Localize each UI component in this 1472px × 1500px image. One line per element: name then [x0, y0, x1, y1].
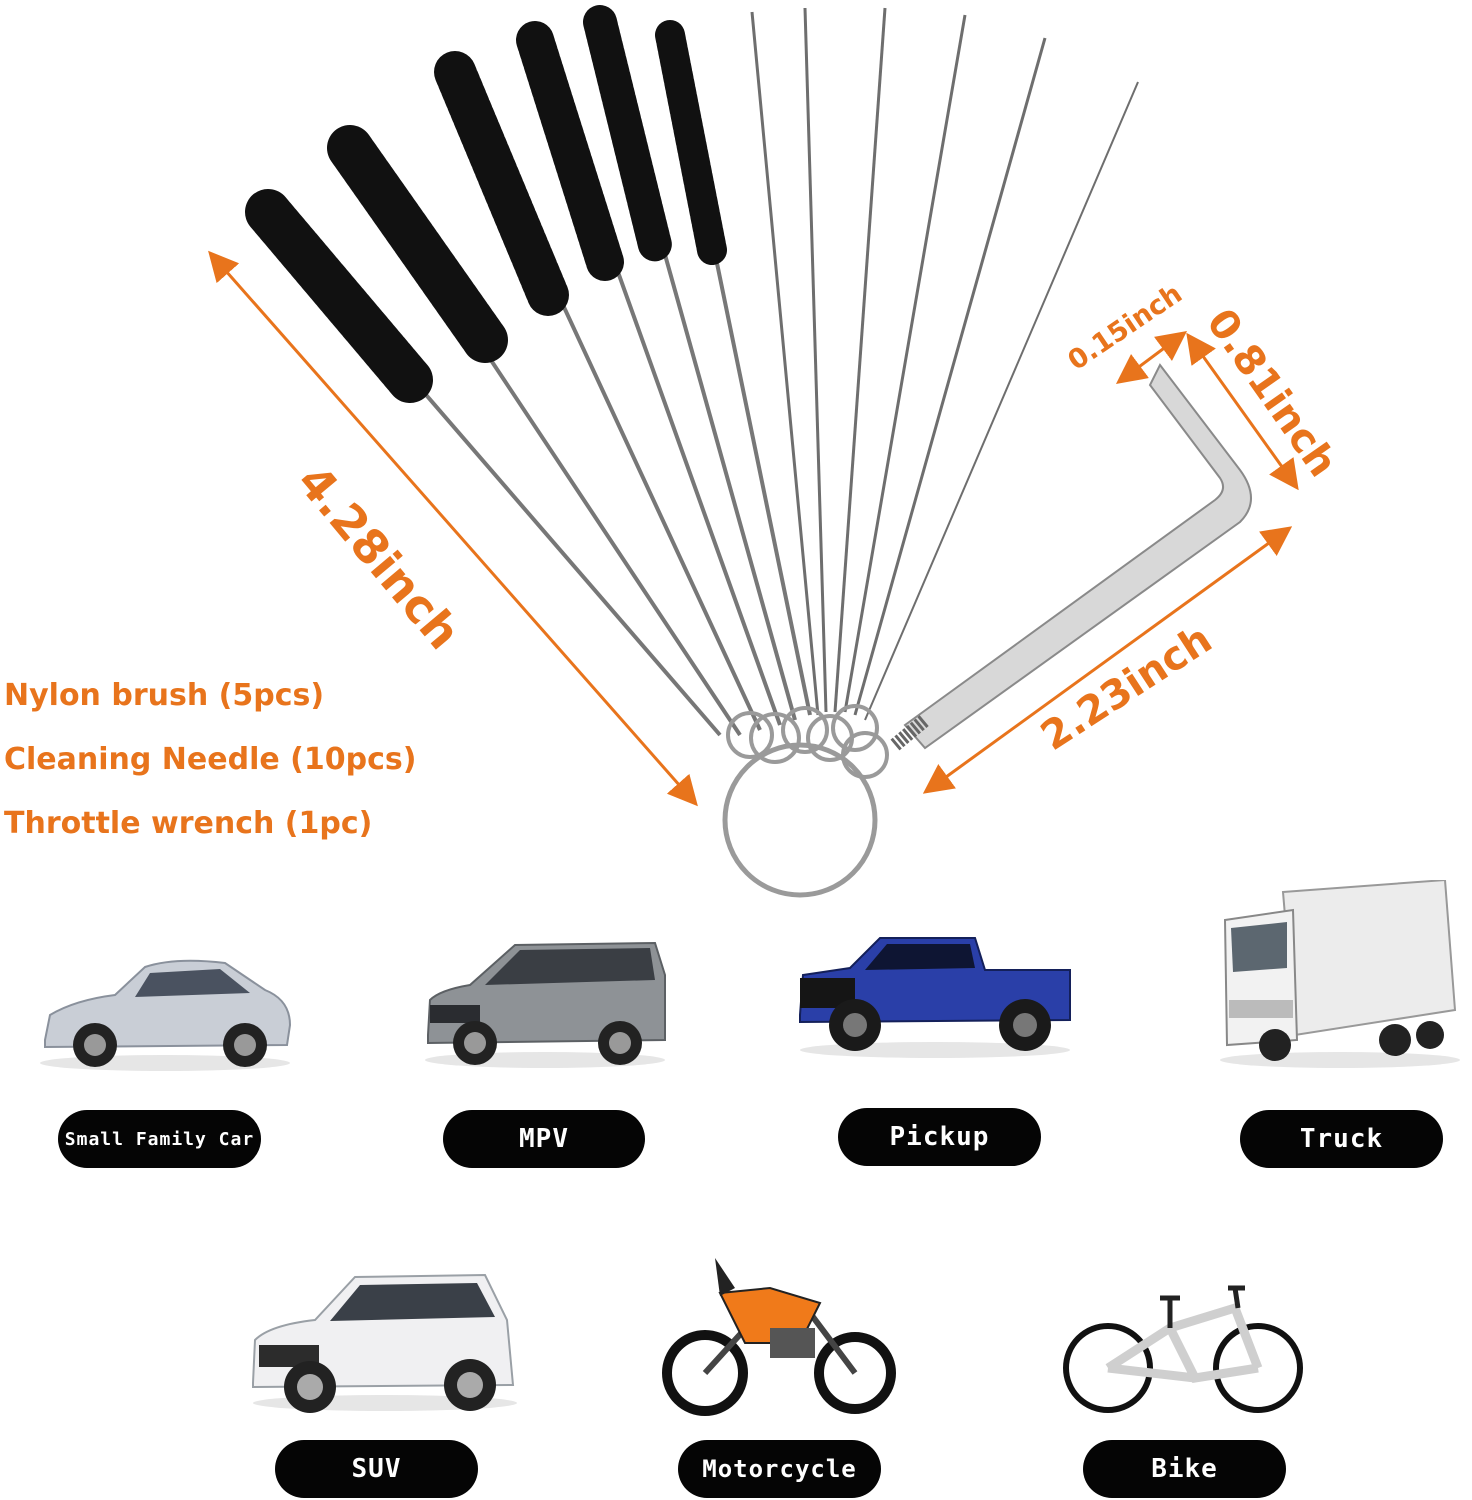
sedan-car-image — [35, 945, 295, 1075]
key-rings — [722, 704, 889, 898]
long-arm-arrow — [922, 526, 1293, 794]
vehicle-label-motorcycle: Motorcycle — [678, 1440, 881, 1498]
vehicle-label-mpv: MPV — [443, 1110, 645, 1168]
nylon-brush-3 — [434, 51, 762, 731]
box-truck-image — [1215, 880, 1460, 1070]
cleaning-needle-group — [750, 7, 1139, 721]
spec-cleaning-needle: Cleaning Needle (10pcs) — [4, 742, 417, 777]
spec-nylon-brush: Nylon brush (5pcs) — [4, 678, 325, 713]
motorcycle-image — [660, 1248, 900, 1418]
hex-width-arrow — [1115, 331, 1188, 384]
vehicle-label-truck: Truck — [1240, 1110, 1443, 1168]
pickup-truck-image — [795, 930, 1075, 1060]
vehicle-label-suv: SUV — [275, 1440, 478, 1498]
vehicle-label-small-family-car: Small Family Car — [58, 1110, 261, 1168]
length-arrow — [208, 250, 698, 807]
vehicle-label-pickup: Pickup — [838, 1108, 1041, 1166]
suv-image — [245, 1265, 520, 1415]
short-arm-arrow — [1186, 332, 1299, 491]
vehicle-label-bike: Bike — [1083, 1440, 1286, 1498]
bicycle-image — [1060, 1268, 1305, 1418]
nylon-brush-6 — [655, 20, 812, 716]
spec-throttle-wrench: Throttle wrench (1pc) — [4, 806, 373, 841]
throttle-wrench — [890, 363, 1252, 751]
dimension-arrows — [208, 250, 1299, 807]
cleaning-kit-illustration — [208, 5, 1299, 898]
mpv-van-image — [420, 935, 670, 1070]
